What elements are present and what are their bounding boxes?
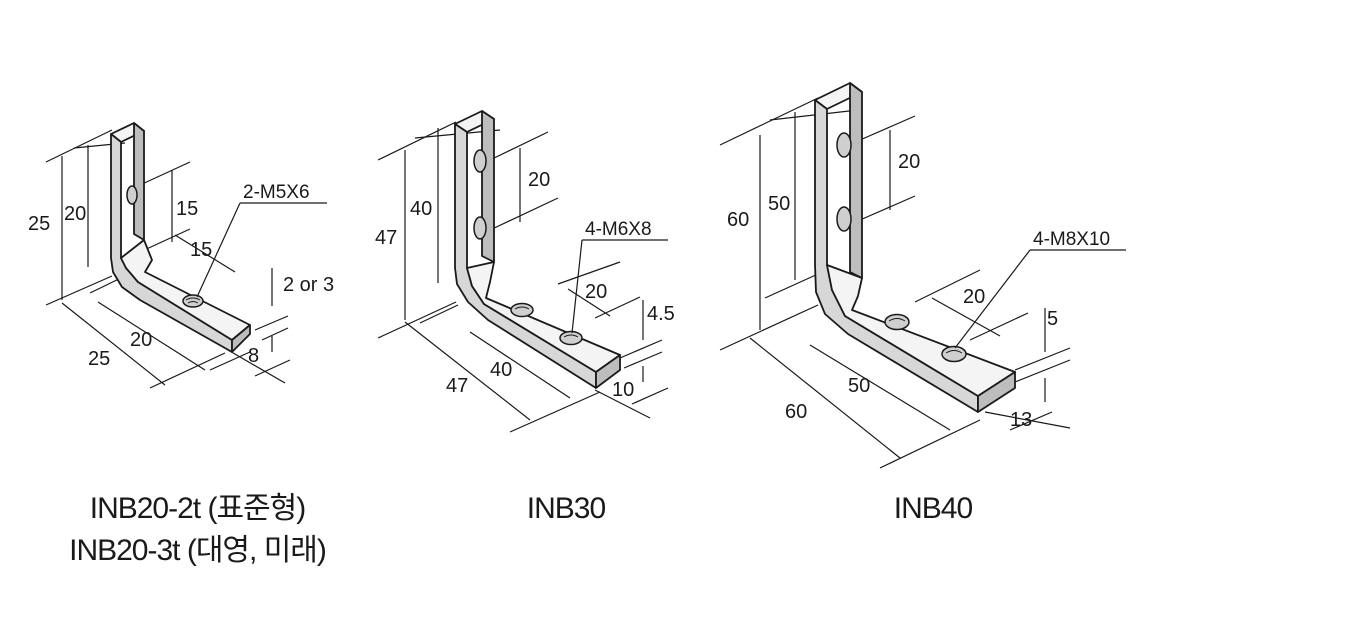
inb40-dimension-lines — [719, 97, 1071, 469]
inb30-dim-total-length: 47 — [446, 375, 468, 397]
inb30-dim-total-height: 47 — [375, 227, 397, 249]
inb40-dim-inner-length: 50 — [848, 375, 870, 397]
inb30-hole-vertical-bottom — [473, 216, 487, 240]
bracket-inb30: 47 40 20 20 4.5 47 40 10 4-M6X8 — [375, 110, 675, 433]
inb40-dim-inner-height: 50 — [768, 193, 790, 215]
inb20-hole-callout-label: 2-M5X6 — [243, 182, 310, 203]
inb20-dim-width: 8 — [248, 345, 259, 367]
caption-inb20-line-2: INB20-3t (대영, 미래) — [69, 534, 327, 567]
inb20-dim-hole-offset: 15 — [190, 239, 212, 261]
inb30-dim-width: 10 — [612, 379, 634, 401]
inb30-dim-horizontal-pitch: 20 — [585, 281, 607, 303]
inb40-hole-vertical-bottom — [836, 206, 852, 232]
caption-inb40-line-1: INB40 — [893, 492, 973, 525]
caption-inb30-line-1: INB30 — [526, 492, 606, 525]
inb20-hole-horizontal — [182, 294, 204, 308]
inb30-hole-callout-label: 4-M6X8 — [585, 219, 652, 240]
inb20-dim-total-length: 25 — [88, 348, 110, 370]
inb20-dim-inner-height: 20 — [64, 203, 86, 225]
inb40-hole-horizontal-2 — [941, 345, 967, 363]
caption-inb20-line-1: INB20-2t (표준형) — [89, 492, 307, 525]
inb30-dimension-lines — [377, 121, 669, 433]
inb40-hole-callout-label: 4-M8X10 — [1033, 229, 1110, 250]
inb40-dim-vertical-pitch: 20 — [898, 151, 920, 173]
inb20-hole-callout: 2-M5X6 — [196, 182, 327, 298]
bracket-inb40: 60 50 20 20 5 60 50 13 4-M8X10 — [719, 82, 1126, 469]
inb30-dim-vertical-pitch: 20 — [528, 169, 550, 191]
inb40-hole-horizontal-1 — [884, 313, 910, 331]
inb20-body — [110, 122, 251, 353]
inb30-hole-horizontal-1 — [510, 302, 534, 318]
inb30-dim-thickness: 4.5 — [647, 303, 675, 325]
inb20-dim-hole-height: 15 — [176, 198, 198, 220]
inb40-body — [814, 82, 1016, 413]
caption-inb20: INB20-2t (표준형) INB20-3t (대영, 미래) — [60, 491, 335, 569]
inb30-hole-callout: 4-M6X8 — [571, 219, 668, 334]
inb40-dim-width: 13 — [1010, 409, 1032, 431]
bracket-inb20: 25 20 15 15 2 or 3 25 20 8 2-M5X6 — [28, 122, 334, 389]
inb40-dim-total-length: 60 — [785, 401, 807, 423]
inb20-dim-thickness: 2 or 3 — [283, 274, 334, 296]
caption-inb40: INB40 — [863, 491, 1003, 527]
inb20-dim-total-height: 25 — [28, 213, 50, 235]
inb20-hole-vertical — [126, 185, 138, 205]
inb30-hole-vertical-top — [473, 149, 487, 173]
inb40-dim-horizontal-pitch: 20 — [963, 286, 985, 308]
inb30-hole-horizontal-2 — [559, 330, 583, 346]
inb40-dim-total-height: 60 — [727, 209, 749, 231]
inb40-hole-callout: 4-M8X10 — [954, 229, 1126, 349]
caption-inb30: INB30 — [496, 491, 636, 527]
inb30-body — [454, 110, 621, 389]
inb40-hole-vertical-top — [836, 132, 852, 158]
inb30-dim-inner-length: 40 — [490, 359, 512, 381]
inb40-dim-thickness: 5 — [1047, 308, 1058, 330]
inb30-dim-inner-height: 40 — [410, 198, 432, 220]
inb20-dim-inner-length: 20 — [130, 329, 152, 351]
inb20-dimension-lines — [45, 129, 291, 389]
